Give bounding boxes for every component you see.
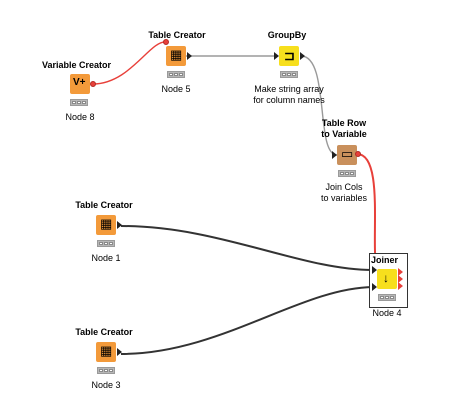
- variable-plus-icon[interactable]: V+: [70, 74, 90, 94]
- row-to-variable-icon[interactable]: ▭: [337, 145, 357, 165]
- node-caption-line-2: to variables: [320, 193, 368, 203]
- node-caption-line-1: Make string array: [254, 84, 324, 94]
- status-indicator: [97, 367, 115, 374]
- data-in-port-bottom[interactable]: [372, 283, 377, 291]
- data-in-port-top[interactable]: [372, 266, 377, 274]
- node-caption-line-2: for column names: [253, 95, 325, 105]
- status-indicator: [167, 71, 185, 78]
- node-caption: Node 4: [372, 308, 402, 318]
- node-title: GroupBy: [267, 30, 307, 40]
- node-title: Variable Creator: [42, 60, 112, 70]
- node-caption: Node 1: [91, 253, 121, 263]
- node-title-line-2: to Variable: [321, 129, 367, 139]
- connection-node8-to-node5[interactable]: [92, 41, 167, 85]
- flow-variable-in-port[interactable]: [163, 39, 169, 45]
- data-out-port-3[interactable]: [398, 282, 403, 290]
- node-title: Table Creator: [148, 30, 206, 40]
- node-caption: Node 8: [65, 112, 95, 122]
- node-caption: Node 3: [91, 380, 121, 390]
- node-title: Joiner: [371, 255, 399, 265]
- status-indicator: [280, 71, 298, 78]
- table-grid-icon[interactable]: ▦: [166, 46, 186, 66]
- data-out-port[interactable]: [187, 52, 192, 60]
- status-indicator: [70, 99, 88, 106]
- node-caption-line-1: Join Cols: [325, 182, 363, 192]
- connection-node1-to-joiner[interactable]: [120, 225, 374, 271]
- data-out-port[interactable]: [117, 221, 122, 229]
- flow-variable-out-port[interactable]: [355, 151, 361, 157]
- status-indicator: [338, 170, 356, 177]
- data-in-port[interactable]: [274, 52, 279, 60]
- node-caption: Node 5: [161, 84, 191, 94]
- connection-groupby-to-rowtovariable[interactable]: [300, 55, 338, 156]
- status-indicator: [378, 294, 396, 301]
- groupby-icon[interactable]: ⊐: [279, 46, 299, 66]
- table-grid-icon[interactable]: ▦: [96, 215, 116, 235]
- data-out-port[interactable]: [117, 348, 122, 356]
- status-indicator: [97, 240, 115, 247]
- data-out-port-1[interactable]: [398, 268, 403, 276]
- data-out-port-2[interactable]: [398, 275, 403, 283]
- node-title: Table Creator: [75, 200, 133, 210]
- flow-variable-out-port[interactable]: [90, 81, 96, 87]
- joiner-icon[interactable]: ↓: [377, 269, 397, 289]
- connection-node3-to-joiner[interactable]: [120, 286, 374, 355]
- data-out-port[interactable]: [300, 52, 305, 60]
- node-title-line-1: Table Row: [321, 118, 367, 128]
- table-grid-icon[interactable]: ▦: [96, 342, 116, 362]
- node-title: Table Creator: [75, 327, 133, 337]
- data-in-port[interactable]: [332, 151, 337, 159]
